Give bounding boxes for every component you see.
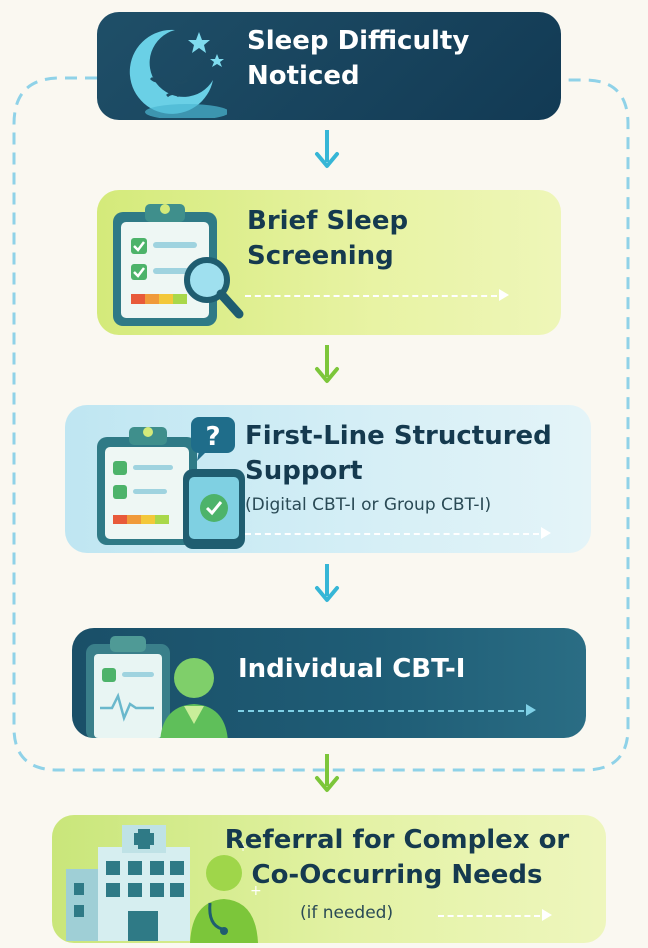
progress-arrowhead <box>499 289 509 301</box>
clipboard-magnifier-icon <box>113 204 244 326</box>
hospital-doctor-icon: + + <box>66 825 262 943</box>
down-arrow-icon <box>315 564 339 602</box>
down-arrow-icon <box>315 345 339 383</box>
step-title: Brief Sleep Screening <box>247 206 409 271</box>
step-brief-sleep-screening: Brief Sleep Screening <box>97 190 561 335</box>
dashed-progress-line <box>245 295 497 297</box>
step-sleep-difficulty-noticed: Sleep Difficulty Noticed <box>97 12 561 120</box>
down-arrow-icon <box>315 754 339 792</box>
step-individual-cbt-i: Individual CBT-I <box>72 628 586 738</box>
step-title: Individual CBT-I <box>238 654 466 684</box>
clinician-clipboard-icon <box>86 636 228 738</box>
svg-text:+: + <box>250 883 262 899</box>
progress-arrowhead <box>542 909 552 921</box>
step-subtitle: (Digital CBT-I or Group CBT-I) <box>245 495 492 515</box>
step-referral-complex-needs: + + Referral for Complex or Co-Occurring… <box>52 815 606 943</box>
step-first-line-structured-support: ? First-Line Structured Support (Digital… <box>65 405 591 553</box>
step-subtitle: (if needed) <box>300 903 394 923</box>
dashed-progress-line <box>438 915 540 917</box>
down-arrow-icon <box>315 130 339 168</box>
dashed-progress-line <box>238 710 524 712</box>
moon-stars-icon <box>129 29 227 118</box>
progress-arrowhead <box>526 704 536 716</box>
clipboard-phone-icon: ? <box>97 417 245 549</box>
progress-arrowhead <box>541 527 551 539</box>
dashed-progress-line <box>245 533 539 535</box>
step-title: Sleep Difficulty Noticed <box>247 26 470 91</box>
step-title: First-Line Structured Support <box>245 421 552 486</box>
svg-text:+: + <box>238 840 248 854</box>
step-title: Referral for Complex or Co-Occurring Nee… <box>224 825 570 890</box>
svg-text:?: ? <box>205 422 220 452</box>
